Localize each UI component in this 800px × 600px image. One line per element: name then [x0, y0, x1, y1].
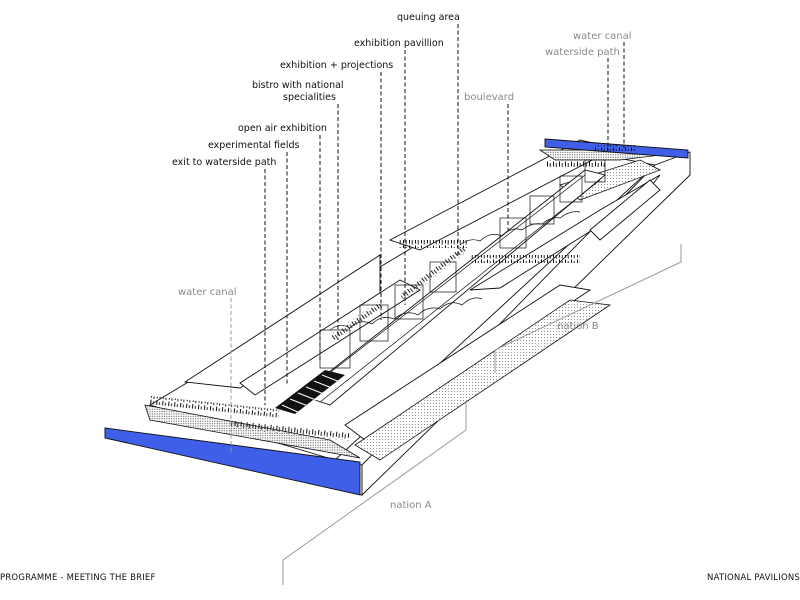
label-waterside-path: waterside path	[545, 47, 620, 58]
water-canal-near	[104, 427, 361, 496]
label-open-air-exhibition: open air exhibition	[238, 123, 327, 134]
label-bistro-line1: bistro with national	[252, 80, 344, 91]
label-nation-a: nation A	[390, 500, 432, 511]
nation-b-bracket	[494, 244, 682, 373]
footer-right-caption: NATIONAL PAVILIONS	[707, 573, 800, 583]
label-exhibition-projections: exhibition + projections	[280, 60, 393, 71]
experimental-fields	[275, 370, 345, 414]
crowds	[149, 145, 635, 441]
label-queuing-area: queuing area	[397, 12, 460, 23]
label-bistro-line2: specialities	[283, 92, 336, 103]
label-experimental-fields: experimental fields	[208, 140, 300, 151]
label-water-canal-top: water canal	[573, 31, 632, 42]
label-nation-b: nation B	[557, 321, 599, 332]
label-exit-waterside-path: exit to waterside path	[172, 157, 276, 168]
label-water-canal-left: water canal	[178, 287, 237, 298]
nation-a-bracket	[282, 403, 467, 585]
label-boulevard: boulevard	[464, 92, 514, 103]
footer-left-caption: PROGRAMME - MEETING THE BRIEF	[0, 573, 156, 583]
label-exhibition-pavillion: exhibition pavillion	[354, 38, 444, 49]
boulevard	[299, 169, 606, 406]
